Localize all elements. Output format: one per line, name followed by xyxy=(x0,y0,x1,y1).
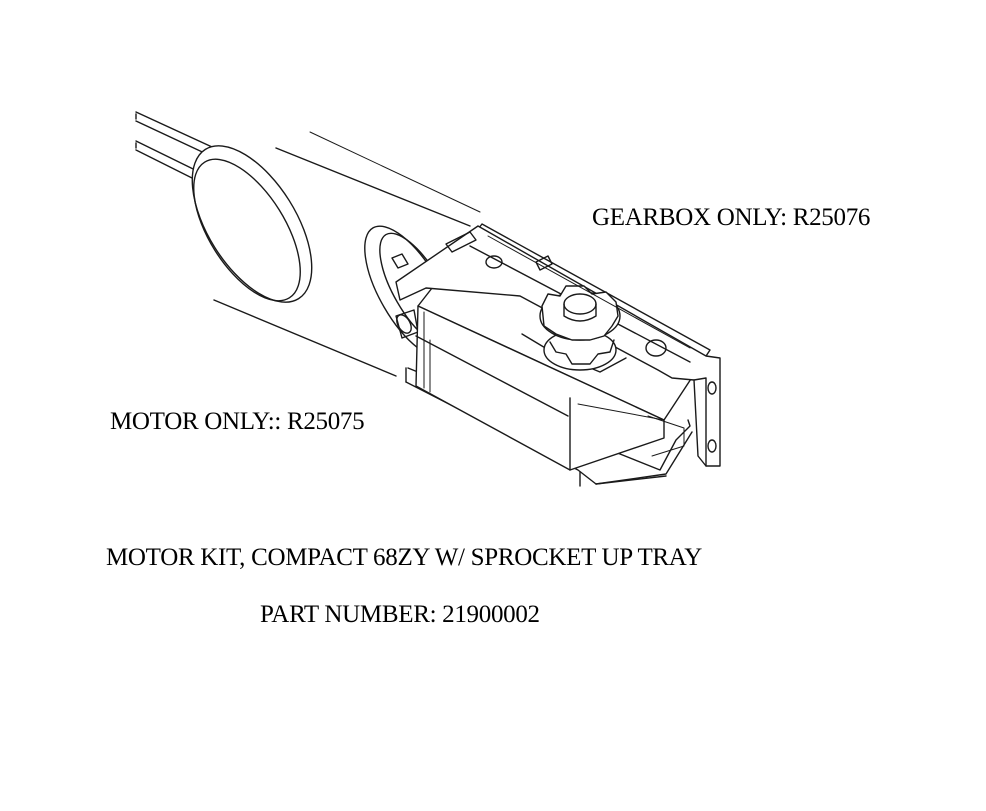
sprocket xyxy=(522,286,626,372)
motor-body xyxy=(168,126,480,376)
motor-part-label: MOTOR ONLY:: R25075 xyxy=(110,408,365,435)
part-number: PART NUMBER: 21900002 xyxy=(260,601,540,628)
gearbox-part-label: GEARBOX ONLY: R25076 xyxy=(592,204,871,231)
housing-details xyxy=(424,236,690,456)
kit-title: MOTOR KIT, COMPACT 68ZY W/ SPROCKET UP T… xyxy=(106,544,703,571)
